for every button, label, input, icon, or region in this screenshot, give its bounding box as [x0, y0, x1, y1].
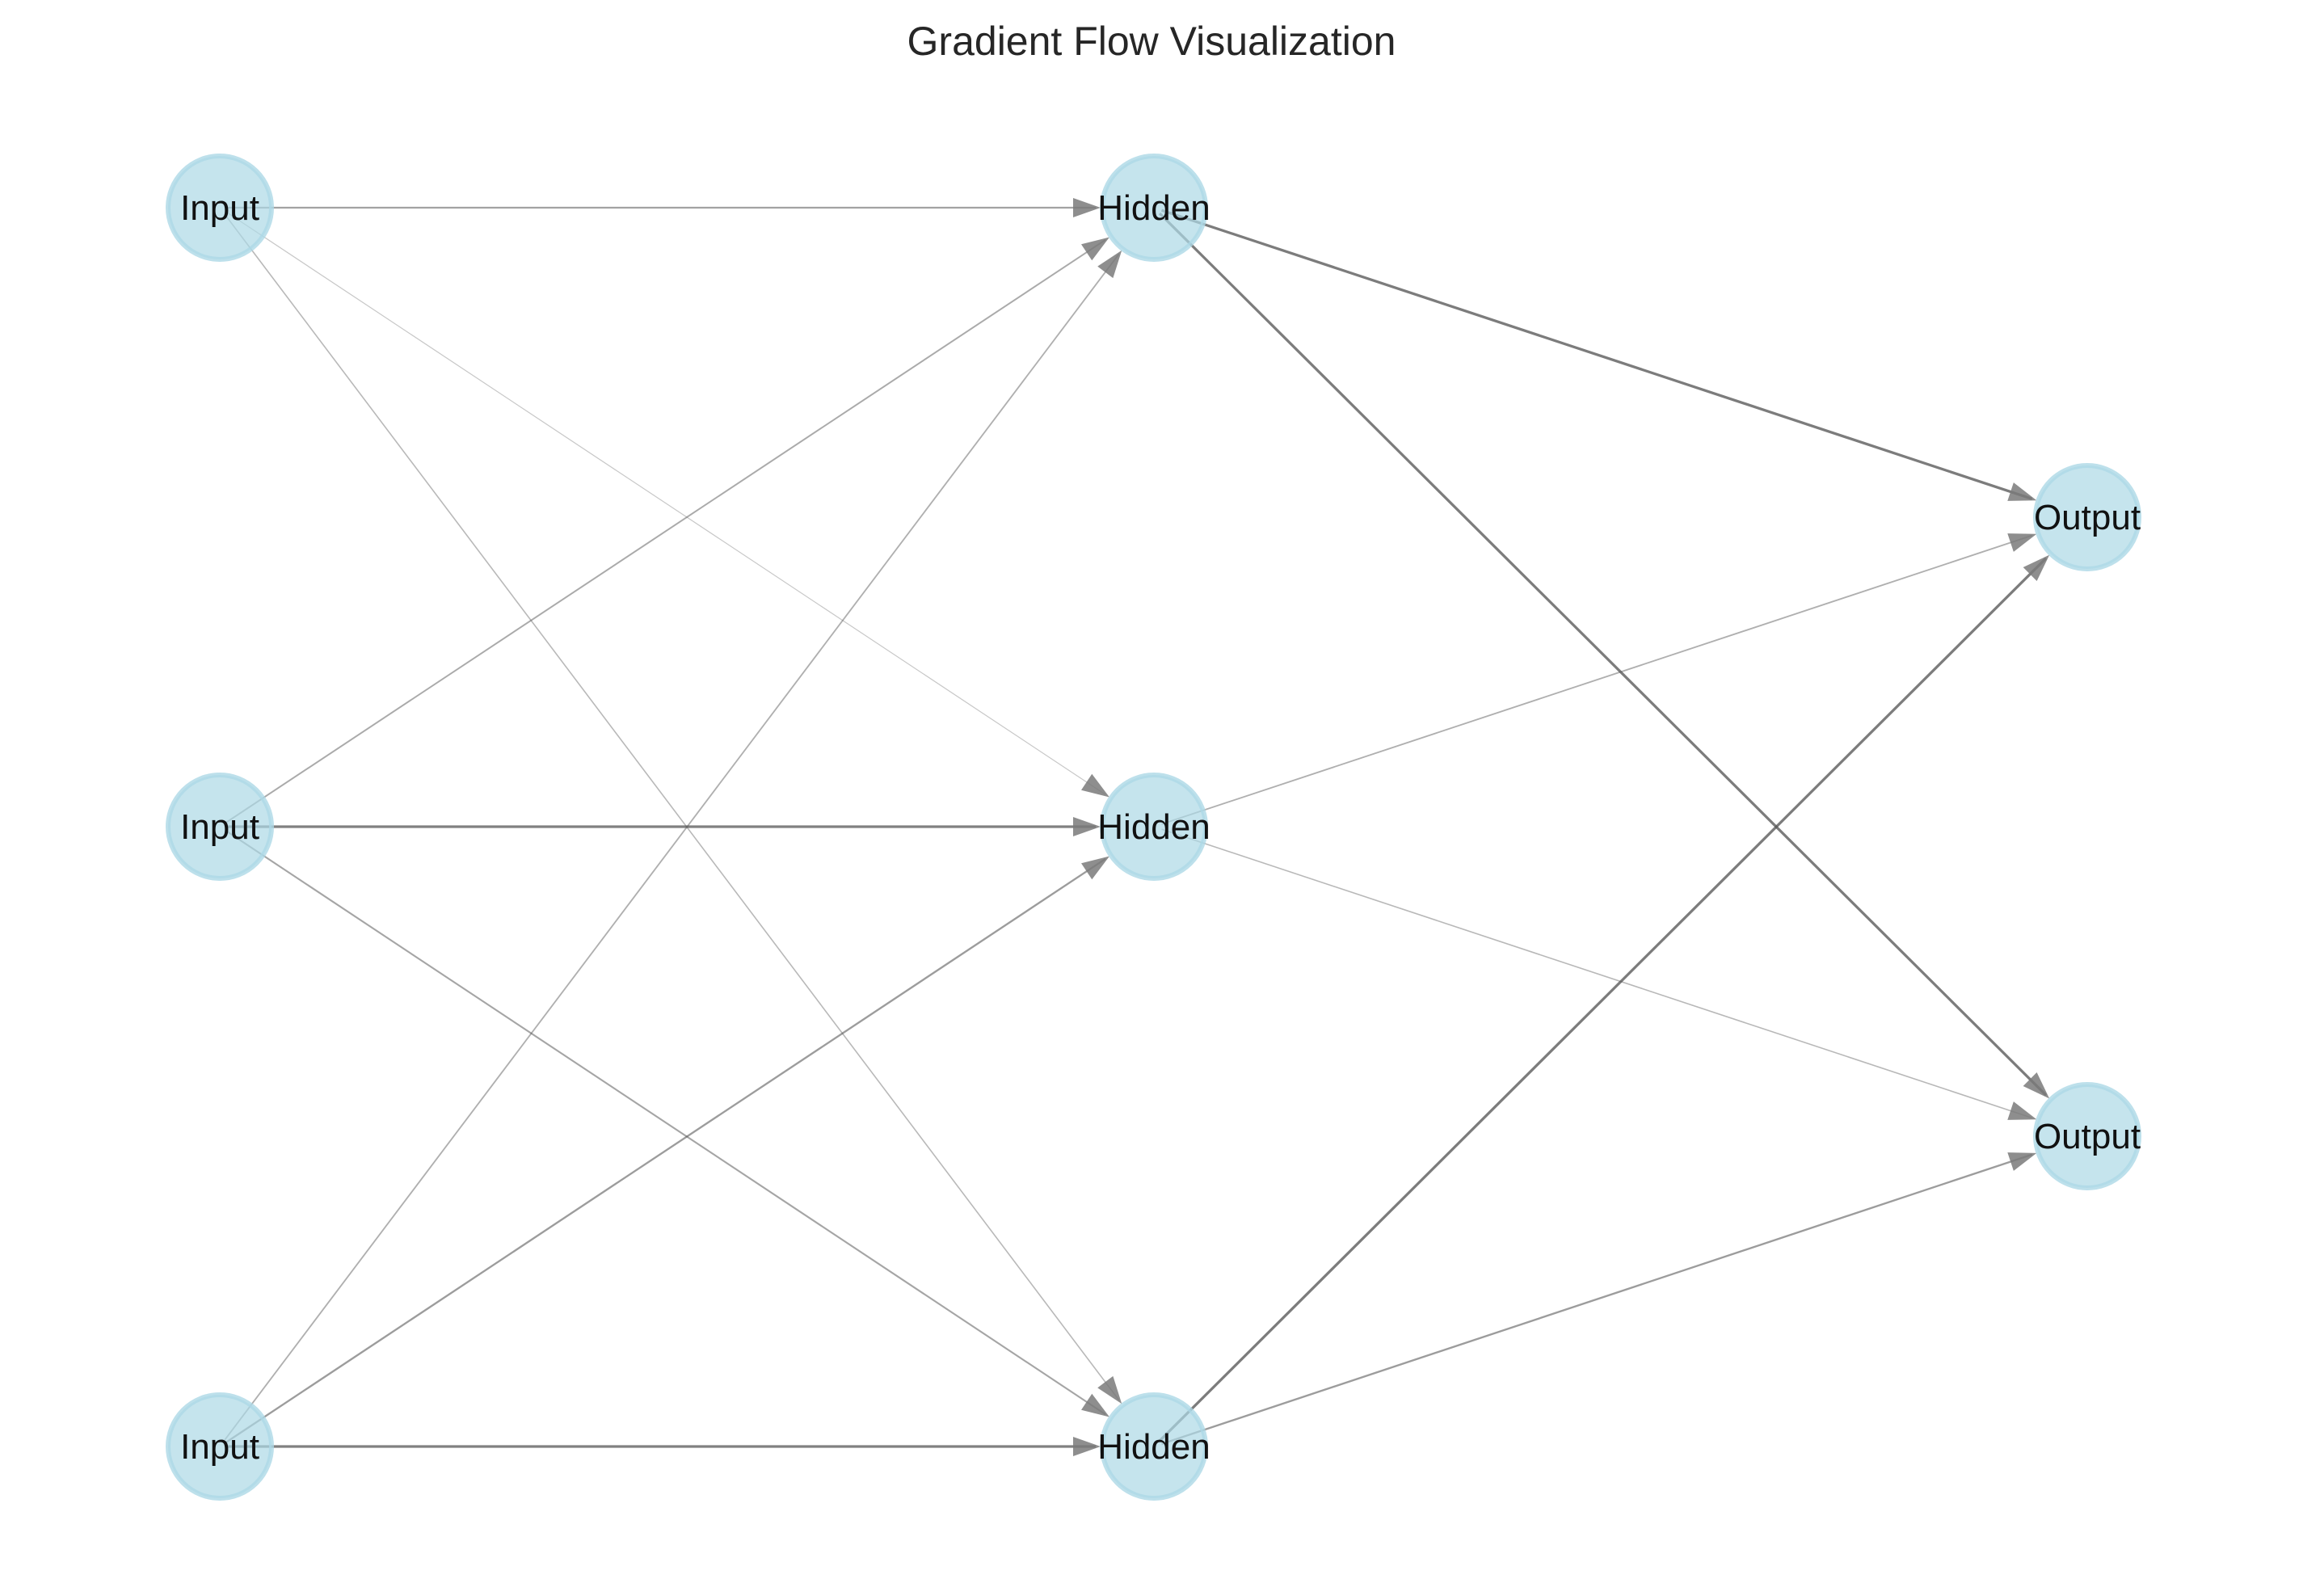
- arrowhead-h0-o0: [2007, 482, 2037, 501]
- hidden-node: Hidden: [1097, 1392, 1210, 1501]
- output-node-circle: [2033, 1082, 2141, 1190]
- arrowhead-i2-h2: [1073, 1437, 1101, 1456]
- arrowhead-i1-h1: [1073, 817, 1101, 836]
- input-node-label: Input: [180, 188, 259, 228]
- input-node: Input: [166, 1392, 274, 1501]
- arrowhead-h0-o1: [2023, 1072, 2050, 1099]
- input-node: Input: [166, 773, 274, 881]
- edge-i1-h0: [225, 238, 1106, 823]
- edge-i2-h1: [225, 857, 1106, 1443]
- hidden-node: Hidden: [1097, 154, 1210, 262]
- arrowhead-i0-h2: [1097, 1375, 1122, 1404]
- input-node-circle: [166, 773, 274, 881]
- edge-h1-o1: [1161, 828, 2032, 1119]
- edge-h0-o1: [1158, 212, 2048, 1097]
- output-node: Output: [2033, 463, 2141, 571]
- hidden-node-circle: [1100, 773, 1208, 881]
- arrowhead-i2-h1: [1081, 856, 1110, 880]
- output-node-circle: [2033, 463, 2141, 571]
- input-node-circle: [166, 154, 274, 262]
- arrowhead-i1-h2: [1081, 1393, 1110, 1417]
- output-node-label: Output: [2034, 1117, 2141, 1156]
- hidden-node-label: Hidden: [1097, 807, 1210, 847]
- node-group: InputInputInputHiddenHiddenHiddenOutputO…: [166, 154, 2141, 1501]
- arrowhead-i0-h1: [1081, 773, 1109, 798]
- arrowhead-i2-h0: [1097, 250, 1122, 279]
- arrowhead-h1-o0: [2007, 533, 2037, 552]
- edge-h2-o1: [1161, 1153, 2033, 1445]
- arrowhead-h1-o1: [2007, 1101, 2037, 1120]
- edge-i2-h0: [224, 253, 1120, 1441]
- edge-group: [224, 198, 2050, 1456]
- hidden-node-circle: [1100, 1392, 1208, 1501]
- edge-h1-o0: [1161, 534, 2032, 825]
- arrowhead-h2-o1: [2007, 1152, 2037, 1171]
- hidden-node: Hidden: [1097, 773, 1210, 881]
- arrowhead-h2-o0: [2023, 554, 2050, 582]
- hidden-node-circle: [1100, 154, 1208, 262]
- input-node: Input: [166, 154, 274, 262]
- hidden-node-label: Hidden: [1097, 1427, 1210, 1467]
- input-node-label: Input: [180, 1427, 259, 1467]
- output-node: Output: [2033, 1082, 2141, 1190]
- diagram-title: Gradient Flow Visualization: [907, 19, 1396, 64]
- edge-h2-o0: [1158, 557, 2048, 1442]
- input-node-label: Input: [180, 807, 259, 847]
- edge-i1-h2: [225, 830, 1106, 1416]
- hidden-node-label: Hidden: [1097, 188, 1210, 228]
- edge-i0-h2: [224, 213, 1120, 1400]
- arrowhead-i1-h0: [1081, 237, 1109, 261]
- edge-i0-h1: [226, 212, 1106, 795]
- output-node-label: Output: [2034, 498, 2141, 537]
- arrowhead-i0-h0: [1073, 198, 1101, 217]
- edge-h0-o0: [1160, 208, 2033, 500]
- input-node-circle: [166, 1392, 274, 1501]
